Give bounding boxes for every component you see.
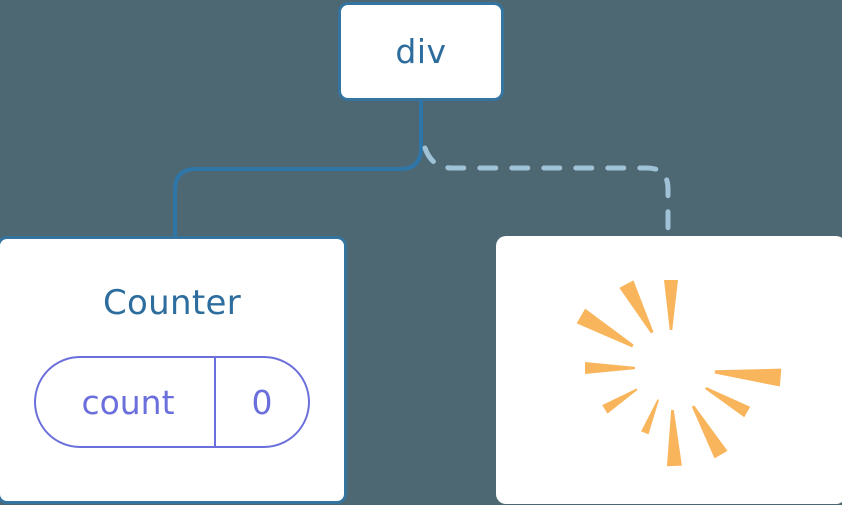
node-sparkle-output[interactable]	[496, 236, 842, 504]
sparkle-ray-5	[602, 388, 638, 414]
sparkle-ray-7	[666, 409, 682, 467]
edge-div-to-counter	[173, 99, 423, 240]
node-counter[interactable]: Counter count 0	[0, 236, 347, 504]
sparkle-ray-9	[705, 387, 751, 418]
node-div[interactable]: div	[338, 2, 504, 101]
node-counter-label: Counter	[103, 283, 241, 323]
state-value: 0	[214, 358, 308, 446]
state-pill-count[interactable]: count 0	[34, 356, 310, 448]
state-key: count	[81, 382, 175, 422]
node-div-label: div	[395, 32, 447, 71]
sparkle-ray-8	[691, 405, 728, 459]
sparkle-ray-10	[714, 368, 782, 387]
sparkle-ray-6	[641, 399, 660, 435]
sparkle-ray-3	[576, 308, 634, 348]
sparkle-ray-2	[619, 280, 654, 334]
sparkle-burst-icon	[576, 280, 782, 467]
sparkle-ray-1	[664, 280, 678, 330]
sparkle-ray-4	[585, 362, 635, 374]
edge-div-to-sparkle	[422, 145, 671, 241]
